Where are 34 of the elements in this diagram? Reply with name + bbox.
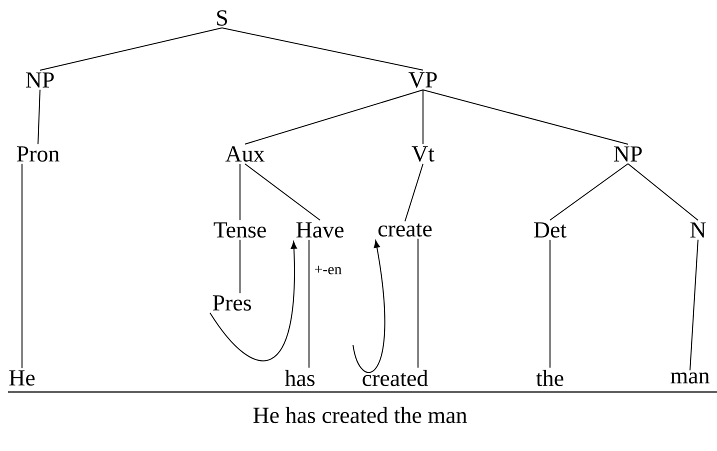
- tree-label: the: [536, 370, 564, 386]
- tree-label: S: [217, 10, 227, 26]
- movement-arrow: [352, 240, 386, 373]
- tree-label: NP: [26, 72, 54, 88]
- tree-label: N: [690, 222, 706, 238]
- tree-label: created: [362, 370, 428, 386]
- tree-label: VP: [408, 72, 437, 88]
- tree-branch: [244, 89, 424, 145]
- tree-label: NP: [614, 146, 642, 162]
- sentence-caption: He has created the man: [253, 406, 467, 424]
- tree-label: create: [378, 223, 432, 237]
- tree-branch: [404, 163, 424, 222]
- affix-label: +-en: [314, 266, 342, 274]
- tree-label: Pres: [212, 295, 251, 311]
- tree-label: has: [284, 370, 314, 386]
- tree-branch: [690, 239, 698, 371]
- tree-branch: [550, 163, 628, 221]
- tree-label: Tense: [214, 222, 266, 238]
- tree-label: He: [9, 370, 35, 386]
- tree-label: Have: [296, 222, 344, 238]
- tree-label: Det: [534, 222, 566, 238]
- tree-label: Aux: [225, 146, 265, 162]
- tree-branch: [308, 239, 310, 368]
- tree-branch: [244, 163, 320, 221]
- tree-label: Vt: [412, 146, 434, 162]
- tree-label: Pron: [16, 146, 60, 162]
- tree-branch: [422, 89, 628, 145]
- movement-arrow: [210, 241, 298, 362]
- tree-branch: [222, 27, 424, 71]
- tree-branch: [628, 163, 698, 221]
- tree-branch: [38, 89, 40, 145]
- tree-branch: [422, 89, 424, 145]
- tree-branch: [40, 27, 222, 71]
- tree-label: man: [670, 372, 710, 384]
